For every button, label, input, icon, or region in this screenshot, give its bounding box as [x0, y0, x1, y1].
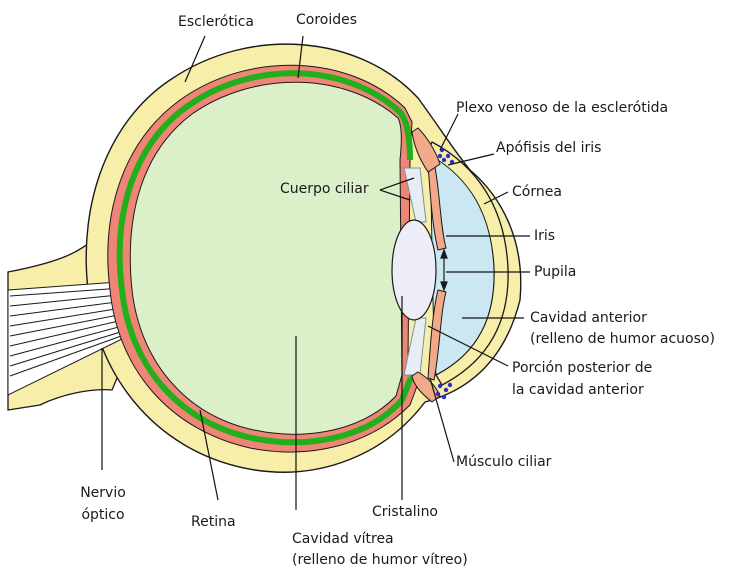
label-musculo-ciliar: Músculo ciliar — [456, 452, 551, 472]
label-iris: Iris — [534, 226, 555, 246]
vitreous-chamber — [130, 82, 402, 434]
label-cavidad-vitrea-sub: (relleno de humor vítreo) — [292, 550, 468, 570]
label-cavidad-anterior: Cavidad anterior — [530, 308, 647, 328]
label-retina: Retina — [191, 512, 236, 532]
label-optico: óptico — [80, 505, 126, 525]
label-nervio: Nervio — [80, 483, 126, 503]
label-cavidad-anterior-sub: (relleno de humor acuoso) — [530, 329, 715, 349]
label-porcion-posterior: Porción posterior de — [512, 358, 652, 378]
label-pupila: Pupila — [534, 262, 576, 282]
label-cornea: Córnea — [512, 182, 562, 202]
label-cristalino: Cristalino — [372, 502, 438, 522]
label-coroides: Coroides — [296, 10, 357, 30]
label-plexo-venoso: Plexo venoso de la esclerótida — [456, 98, 668, 118]
label-porcion-posterior-sub: la cavidad anterior — [512, 380, 644, 400]
lens — [392, 220, 436, 320]
label-esclerotica: Esclerótica — [178, 12, 254, 32]
label-cuerpo-ciliar: Cuerpo ciliar — [280, 179, 369, 199]
label-cavidad-vitrea: Cavidad vítrea — [292, 529, 394, 549]
label-apofisis-iris: Apófisis del iris — [496, 138, 601, 158]
